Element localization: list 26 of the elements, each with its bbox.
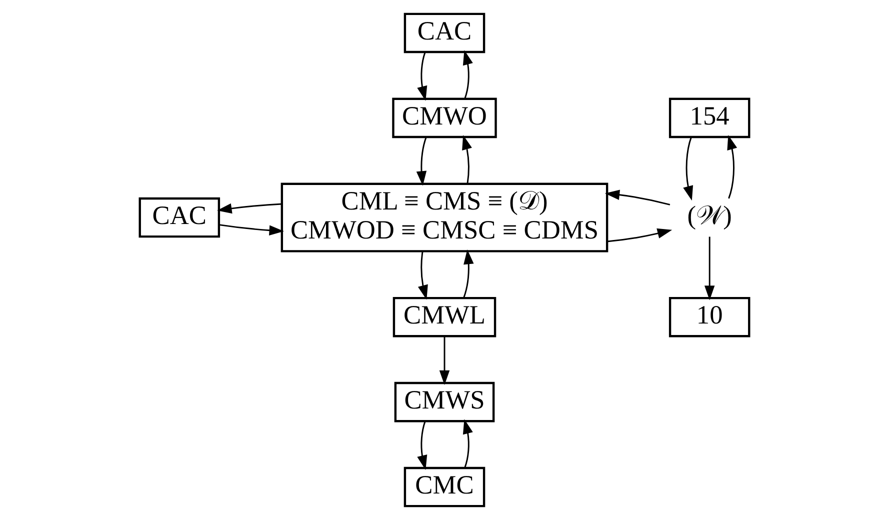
node-box: 10 [668,296,750,338]
node-box: CML ≡ CMS ≡ (𝒟) CMWOD ≡ CMSC ≡ CDMS [280,182,608,252]
node-box: CAC [403,12,485,54]
node-box: CMWS [394,382,494,422]
arrow [438,336,450,386]
node-box: CMC [403,466,485,508]
arrow [726,135,737,199]
node-box: 154 [668,98,750,138]
arrow [416,421,427,470]
node-box: CMWL [392,296,496,338]
node-text: (𝒲) [686,200,732,230]
arrow [216,203,282,214]
arrow [704,236,714,300]
arrow [682,136,693,201]
arrow [604,190,670,206]
node-box: CMWO [392,98,496,138]
arrow [462,419,472,468]
node-box: CAC [138,197,220,238]
arrow [606,228,672,242]
arrow [416,136,426,186]
arrow [416,52,427,101]
arrow [462,50,472,99]
arrow [417,252,428,300]
arrow [462,250,474,298]
arrow [462,135,472,184]
arrow [218,224,284,236]
